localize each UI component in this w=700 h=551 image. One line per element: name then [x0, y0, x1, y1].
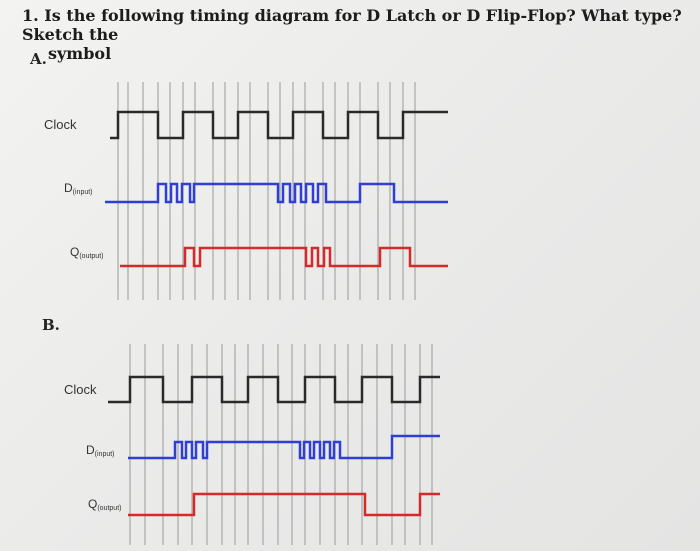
clock-waveform-a	[110, 110, 448, 140]
clock-label-a: Clock	[44, 117, 77, 132]
q-name-b: Q	[88, 497, 97, 511]
clock-label-b: Clock	[64, 382, 97, 397]
q-sub-a: (output)	[79, 253, 103, 260]
q-output-waveform-b	[128, 492, 440, 517]
question-text: 1. Is the following timing diagram for D…	[22, 6, 692, 63]
part-b-label: B.	[42, 316, 60, 334]
d-input-waveform-b	[128, 434, 440, 460]
d-input-label-a: D(input)	[64, 181, 93, 196]
d-sub-b: (input)	[95, 451, 115, 458]
d-name-a: D	[64, 181, 73, 195]
q-output-waveform-a	[120, 246, 448, 268]
d-name-b: D	[86, 443, 95, 457]
d-input-waveform-a	[105, 182, 448, 204]
q-output-label-a: Q(output)	[70, 245, 103, 260]
q-output-label-b: Q(output)	[88, 497, 121, 512]
question-line-2: symbol	[48, 44, 112, 63]
d-input-label-b: D(input)	[86, 443, 115, 458]
d-sub-a: (input)	[73, 189, 93, 196]
q-name-a: Q	[70, 245, 79, 259]
grid-lines-a	[117, 82, 416, 300]
question-line-1: 1. Is the following timing diagram for D…	[22, 6, 682, 44]
clock-waveform-b	[108, 375, 440, 404]
q-sub-b: (output)	[97, 505, 121, 512]
part-a-label: A.	[30, 50, 47, 68]
